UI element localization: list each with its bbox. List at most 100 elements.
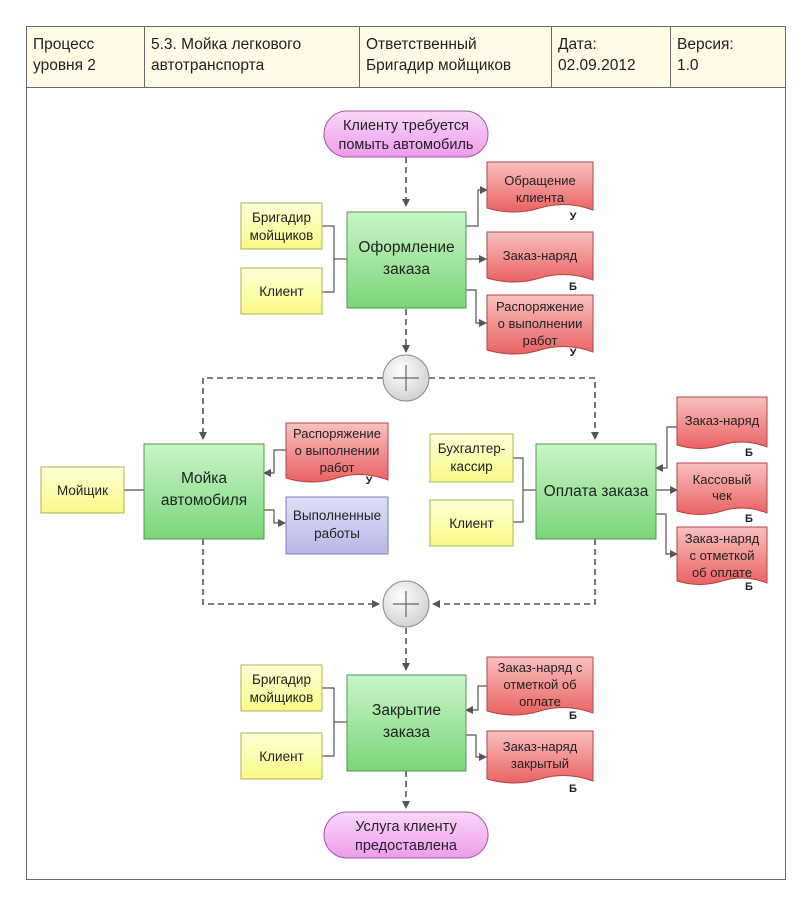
header-process-line2: автотранспорта [151,57,265,74]
document-paid-work-order-1: Заказ-наряд с отметкой об оплате Б [676,526,768,593]
document-d9-text-2: закрытый [511,756,569,771]
header-owner-line1: Ответственный [366,36,477,53]
event-end-text-1: Услуга клиенту [355,819,457,835]
document-d4-text-1: Распоряжение [293,426,381,441]
document-closed-work-order: Заказ-наряд закрытый Б [486,730,594,795]
header-date-line2: 02.09.2012 [558,57,636,74]
document-d3-text-1: Распоряжение [496,299,584,314]
role-brigade-leader-2: Бригадир мойщиков [240,664,323,712]
header-owner-cell: Ответственный Бригадир мойщиков [360,27,552,87]
role-r7-text-1: Клиент [259,749,303,764]
event-end: Услуга клиенту предоставлена [323,811,489,859]
event-end-text-2: предоставлена [355,838,458,854]
header-date-cell: Дата: 02.09.2012 [552,27,671,87]
header-process-line1: 5.3. Мойка легкового [151,36,302,53]
control-flow [199,157,599,809]
role-r6-text-1: Бригадир [252,672,311,687]
event-start-text-2: помыть автомобиль [339,137,474,153]
role-r1-text-1: Бригадир [252,210,311,225]
document-paid-work-order-2: Заказ-наряд с отметкой об оплате Б [486,656,594,722]
header-version-line1: Версия: [677,36,734,53]
function-order-payment: Оплата заказа [535,443,657,540]
event-start-text-1: Клиенту требуется [343,118,469,134]
document-d8-text-2: отметкой об [503,677,576,692]
function-f4-text-1: Закрытие [372,702,441,719]
document-d5-tag: Б [745,447,753,459]
process-header: Процесс уровня 2 5.3. Мойка легкового ав… [26,26,786,88]
document-d7-text-3: об оплате [692,565,752,580]
role-r4-text-2: кассир [450,459,492,474]
role-r3-text-1: Мойщик [57,483,108,498]
document-d4-tag: У [366,475,373,487]
result-res1-text-2: работы [314,526,360,541]
header-version-cell: Версия: 1.0 [671,27,785,87]
role-client-1: Клиент [240,267,323,315]
role-client-2: Клиент [429,499,514,547]
role-r4-text-1: Бухгалтер- [438,441,506,456]
document-client-request: Обращение клиента У [486,161,594,223]
role-r5-text-1: Клиент [449,516,493,531]
header-date-line1: Дата: [558,36,597,53]
document-d9-text-1: Заказ-наряд [503,739,578,754]
role-washer: Мойщик [40,466,125,514]
function-f1-text-1: Оформление [358,239,454,256]
document-d6-text-2: чек [712,488,732,503]
header-process-cell: 5.3. Мойка легкового автотранспорта [145,27,360,87]
document-d8-text-3: оплате [519,694,561,709]
function-f4-text-2: заказа [383,724,430,741]
document-d4-text-2: о выполнении [295,443,380,458]
document-d1-text-1: Обращение [504,173,575,188]
result-completed-work: Выполненные работы [285,496,389,555]
document-d7-text-2: с отметкой [689,548,754,563]
document-work-order-1: Заказ-наряд Б [486,231,594,293]
role-client-3: Клиент [240,732,323,780]
document-d3-text-2: о выполнении [498,316,583,331]
function-f3-text-1: Оплата заказа [544,483,649,500]
document-d6-tag: Б [745,513,753,525]
function-car-wash: Мойка автомобиля [143,443,265,540]
role-r2-text-1: Клиент [259,284,303,299]
function-order-registration: Оформление заказа [346,211,467,309]
document-work-order-2: Заказ-наряд Б [676,396,768,459]
role-r6-text-2: мойщиков [250,690,314,705]
header-owner-line2: Бригадир мойщиков [366,57,512,74]
document-work-instruction-1: Распоряжение о выполнении работ У [486,294,594,359]
function-f2-text-2: автомобиля [161,492,247,509]
role-brigade-leader-1: Бригадир мойщиков [240,202,323,250]
role-r1-text-2: мойщиков [250,228,314,243]
document-work-instruction-2: Распоряжение о выполнении работ У [285,422,389,487]
document-d3-tag: У [570,347,577,359]
role-accountant-cashier: Бухгалтер- кассир [429,433,514,483]
result-res1-text-1: Выполненные [293,508,381,523]
header-level-cell: Процесс уровня 2 [27,27,145,87]
document-d1-text-2: клиента [516,190,565,205]
document-d8-tag: Б [569,710,577,722]
document-d1-tag: У [570,211,577,223]
document-d7-tag: Б [745,581,753,593]
event-start: Клиенту требуется помыть автомобиль [323,110,489,158]
diagram-canvas [26,88,786,880]
flow-and1-to-f2 [199,377,383,440]
document-d5-text-1: Заказ-наряд [685,413,760,428]
flow-and1-to-f3 [429,377,599,440]
and-operator-join [382,580,430,628]
function-order-closing: Закрытие заказа [346,674,467,772]
document-d4-text-3: работ [320,460,355,475]
header-version-line2: 1.0 [677,57,699,74]
header-level-line1: Процесс [33,36,95,53]
document-d3-text-3: работ [523,333,558,348]
function-f1-text-2: заказа [383,261,430,278]
document-d8-text-1: Заказ-наряд с [498,660,583,675]
document-cash-receipt: Кассовый чек Б [676,462,768,525]
document-d9-tag: Б [569,783,577,795]
document-d2-text-1: Заказ-наряд [503,248,578,263]
association-lines [124,186,678,761]
document-d7-text-1: Заказ-наряд [685,531,760,546]
flow-f3-to-and2 [432,539,596,608]
document-d6-text-1: Кассовый [693,472,752,487]
function-f2-text-1: Мойка [181,470,227,487]
header-level-line2: уровня 2 [33,57,96,74]
flow-f2-to-and2 [202,539,380,608]
and-operator-split [382,354,430,402]
